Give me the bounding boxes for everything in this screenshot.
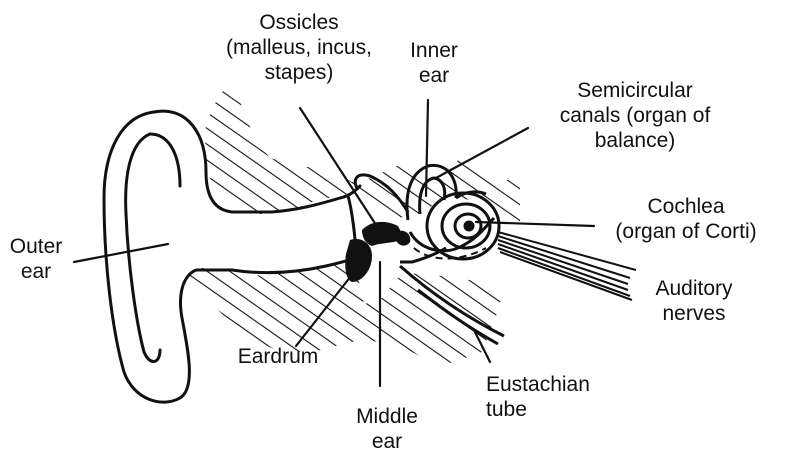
- label-semicircular-canals: Semicircular canals (organ of balance): [522, 78, 748, 153]
- label-eustachian-tube: Eustachian tube: [486, 372, 638, 422]
- label-outer-ear: Outer ear: [0, 234, 72, 284]
- outer-ear-leader: [74, 244, 168, 262]
- label-inner-ear: Inner ear: [402, 38, 466, 88]
- label-cochlea: Cochlea (organ of Corti): [590, 194, 782, 244]
- label-ossicles: Ossicles (malleus, incus, stapes): [192, 10, 406, 85]
- label-eardrum: Eardrum: [222, 344, 334, 369]
- cochlea-leader: [476, 222, 594, 226]
- label-auditory-nerves: Auditory nerves: [636, 276, 752, 326]
- label-middle-ear: Middle ear: [344, 404, 430, 454]
- upper-bone-hatching: [205, 84, 520, 222]
